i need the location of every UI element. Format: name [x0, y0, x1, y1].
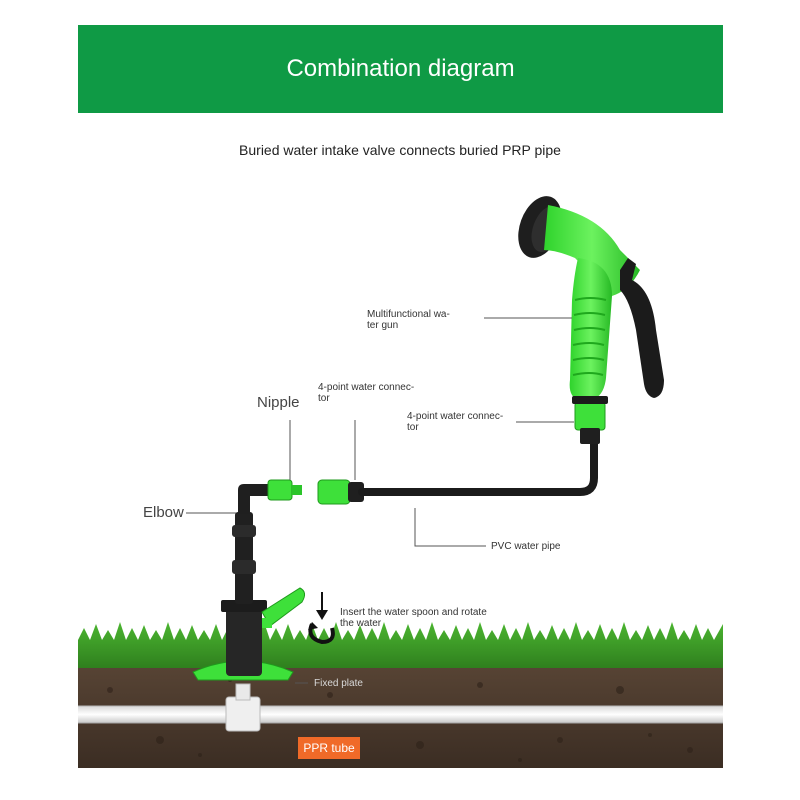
label-connector-right: 4-point water connec- tor — [407, 411, 504, 433]
valve-lid — [261, 587, 306, 627]
label-elbow: Elbow — [143, 504, 184, 521]
nipple-fitting — [267, 479, 293, 501]
pointer-lines — [186, 317, 574, 684]
label-fixed-plate: Fixed plate — [314, 678, 363, 689]
gun-trigger — [620, 258, 664, 398]
label-water-gun: Multifunctional wa- ter gun — [367, 309, 450, 331]
pointer-pvc — [414, 508, 486, 547]
tee-fitting — [225, 696, 261, 732]
ppr-tube-badge: PPR tube — [298, 737, 360, 759]
page-title: Combination diagram — [286, 55, 515, 82]
label-connector-top: 4-point water connec- tor — [318, 382, 415, 404]
label-nipple: Nipple — [257, 394, 300, 411]
water-gun — [518, 196, 664, 404]
rotate-arrow-icon — [308, 592, 335, 645]
gun-barrel — [544, 205, 640, 296]
pvc-water-pipe — [358, 436, 598, 496]
valve-body — [226, 606, 262, 676]
label-pvc-pipe: PVC water pipe — [491, 541, 561, 552]
elbow-fitting — [238, 484, 268, 514]
connector-left — [317, 479, 351, 505]
diagram-subtitle: Buried water intake valve connects burie… — [239, 142, 561, 158]
header-banner: Combination diagram — [78, 25, 723, 113]
soil-texture — [107, 678, 693, 762]
ppr-tube — [78, 706, 723, 723]
connector-right — [574, 401, 606, 431]
label-insert-water-spoon: Insert the water spoon and rotate the wa… — [340, 607, 487, 629]
